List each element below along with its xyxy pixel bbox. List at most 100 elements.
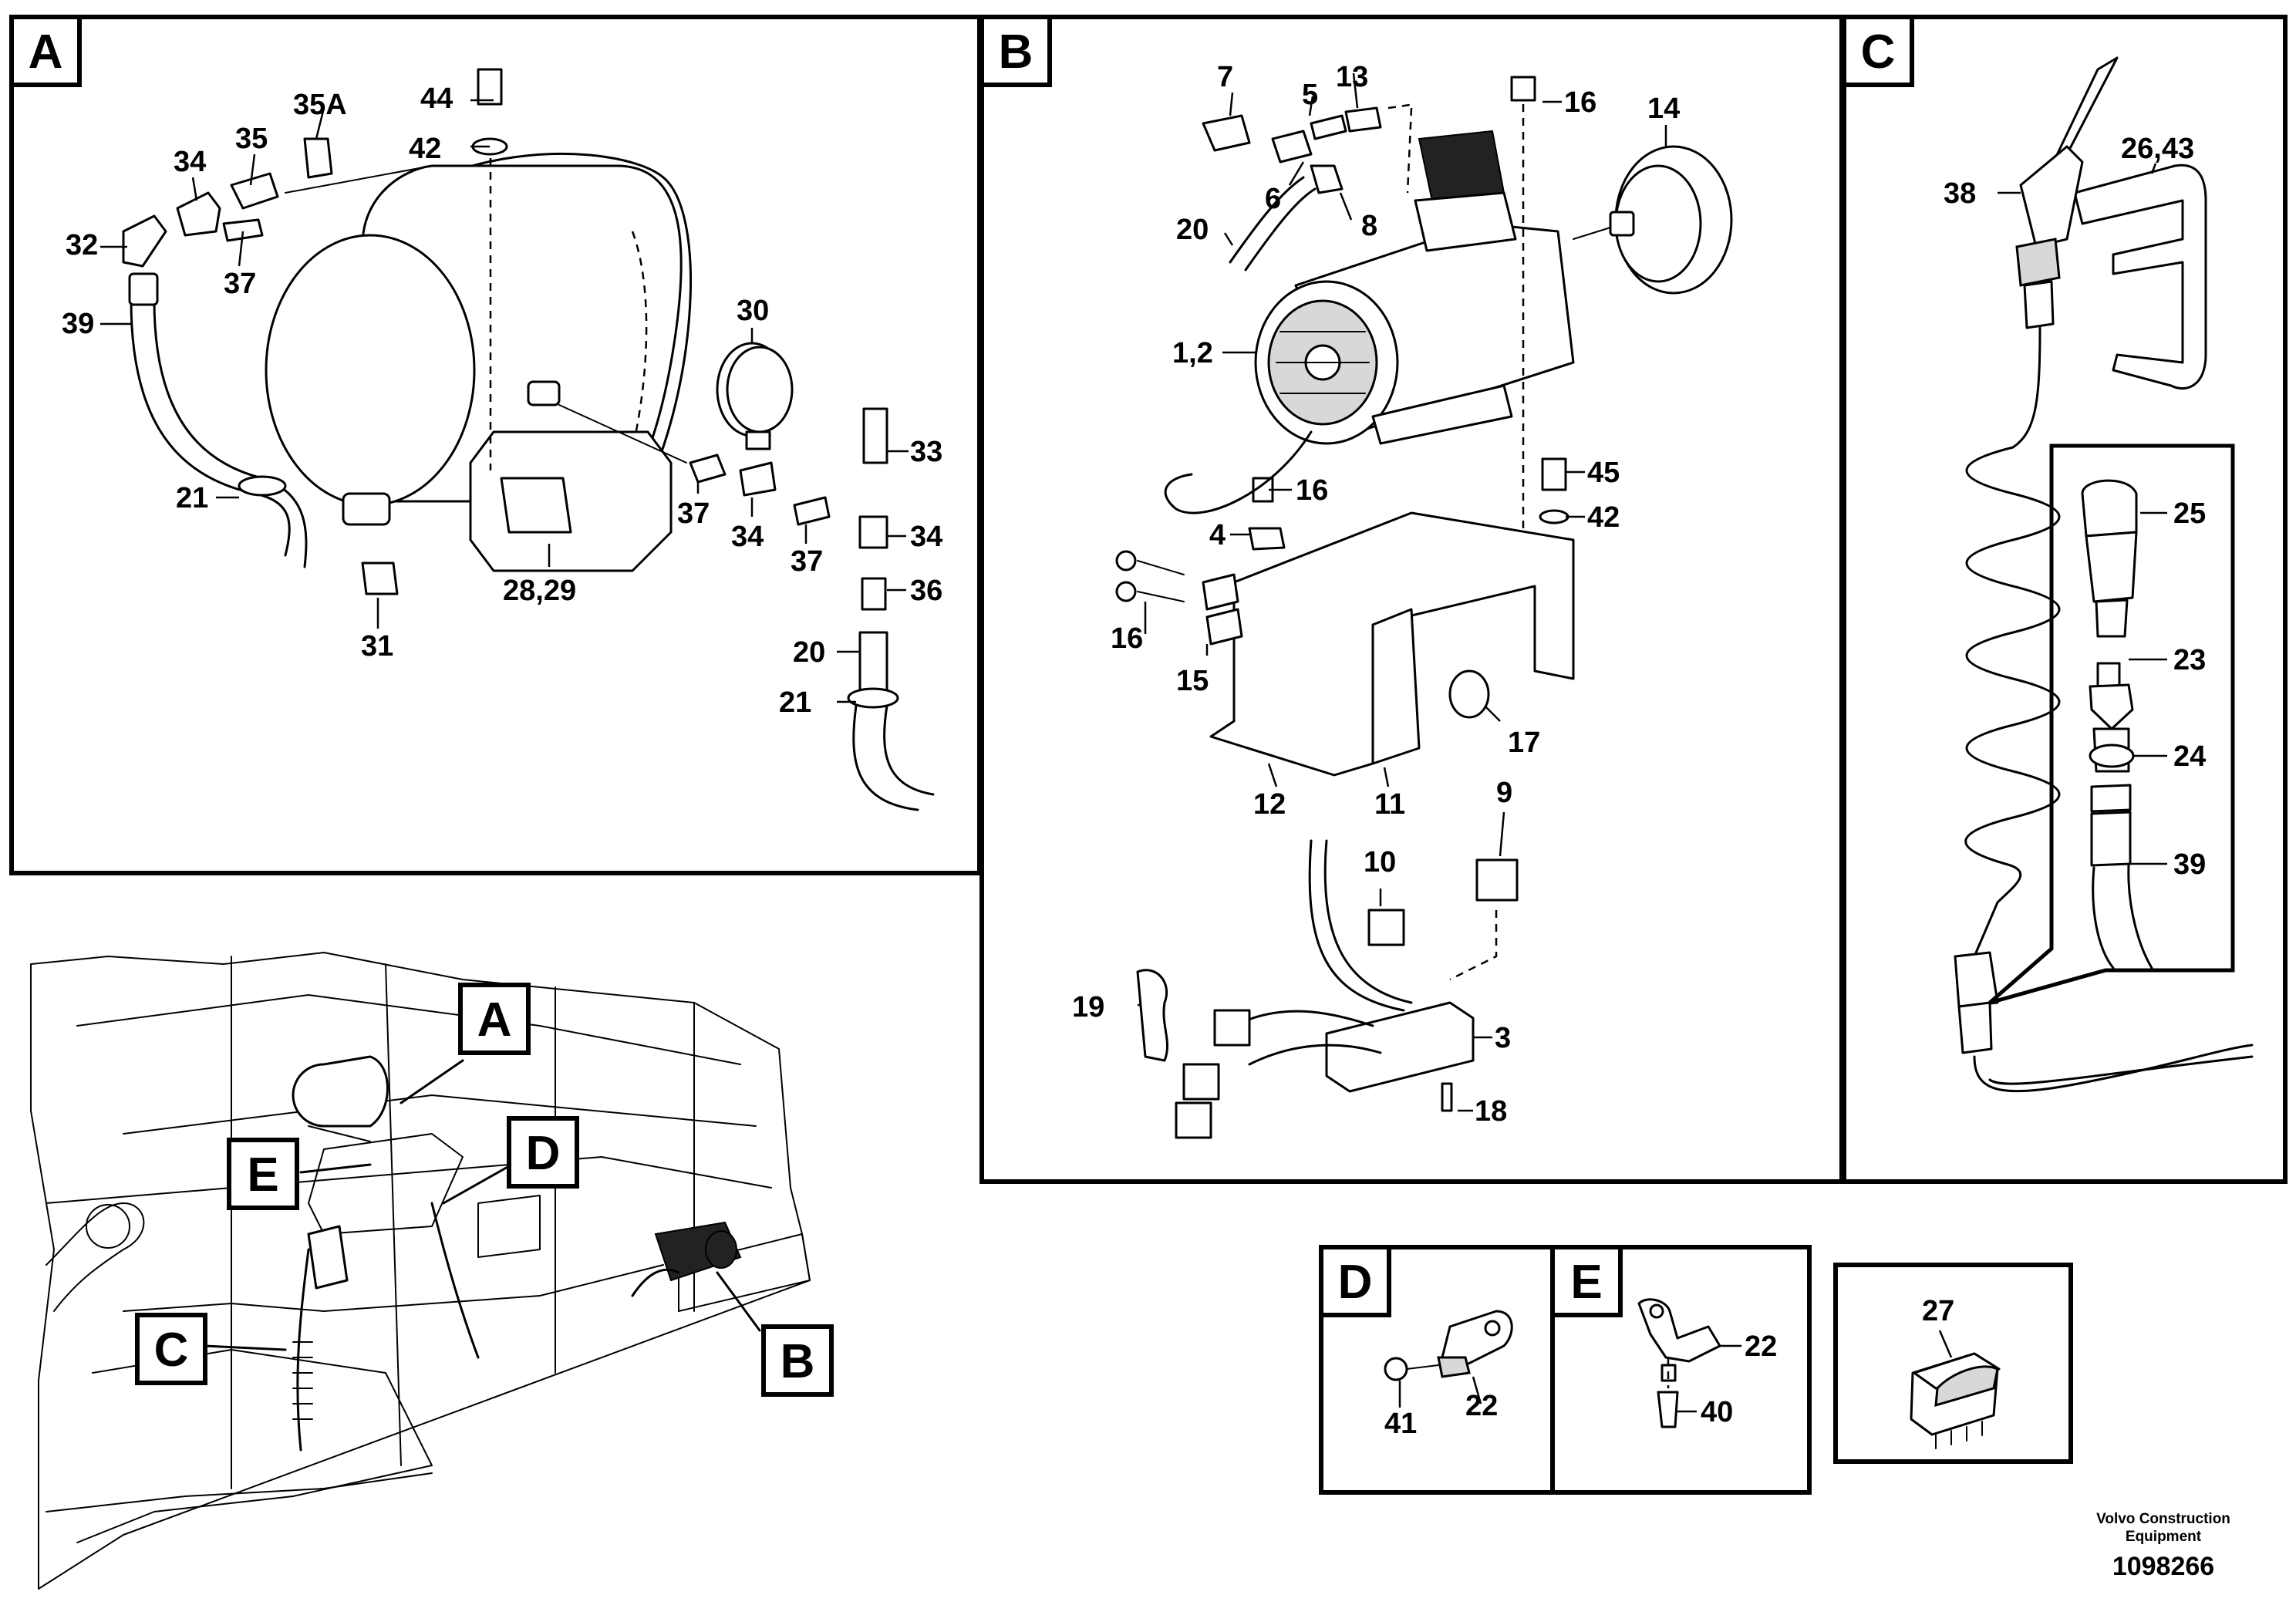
frame-structure [30,952,811,1590]
label-24: 24 [2173,740,2206,773]
label-42: 42 [409,133,441,165]
label-5: 5 [1302,79,1318,111]
label-32: 32 [66,229,98,261]
label-30: 30 [737,295,769,327]
panel-b-tag: B [999,25,1033,79]
label-34-right: 34 [910,521,942,553]
label-35: 35 [235,123,268,155]
pressure-gauge [716,342,794,450]
brand-line-2: Equipment [2126,1529,2202,1545]
label-33: 33 [910,436,942,468]
label-1-2: 1,2 [1172,337,1213,369]
label-16-left: 16 [1111,622,1143,655]
panel-b: B [979,15,1844,1184]
overview-pointers [203,1059,761,1351]
label-16-top: 16 [1564,86,1596,119]
panel-c-tag-box [1842,15,1914,87]
panel-e-tag-box [1550,1245,1623,1317]
label-16-mid: 16 [1296,474,1328,507]
panel-a-tag-box [9,15,82,87]
panel-e: E 22 40 [1550,1245,1812,1495]
brand-line-1: Volvo Construction [2096,1511,2230,1527]
label-37-top: 37 [224,268,256,300]
panel-b-leaders [1138,73,1667,1112]
coiled-hose [1954,326,2254,1093]
footer: Volvo Construction Equipment 1098266 [2096,1511,2230,1581]
label-22-e: 22 [1745,1330,1777,1363]
callout-b-box [761,1324,834,1397]
machine-overview: A D E C B [30,952,834,1590]
label-7: 7 [1217,61,1233,93]
label-40: 40 [1701,1396,1733,1428]
label-28-29: 28,29 [503,575,576,607]
label-17: 17 [1508,727,1540,759]
compressor [1254,107,1575,445]
label-4: 4 [1209,519,1226,551]
callout-c-box [135,1313,207,1385]
label-26-43: 26,43 [2121,133,2194,165]
label-20: 20 [793,636,825,669]
callout-b: B [781,1335,815,1388]
overview-air-tank [292,1055,389,1142]
panel-b-labels: 7 13 5 16 14 6 8 20 1,2 16 45 4 42 16 15… [1072,61,1680,1128]
label-22-d: 22 [1465,1390,1498,1422]
overview-callouts: A D E C B [135,983,834,1397]
label-37-mid: 37 [677,497,710,530]
coupler-detail-inset [1988,443,2235,1005]
label-38: 38 [1944,177,1976,210]
panel-d: D 41 22 [1319,1245,1555,1495]
muffler [1573,145,1733,295]
panel-b-tag-box [979,15,1052,87]
label-45: 45 [1587,457,1620,489]
callout-a: A [477,993,512,1047]
label-6: 6 [1265,183,1281,215]
panel-c: C [1842,15,2288,1184]
label-39: 39 [62,308,94,340]
panel-e-tag: E [1570,1256,1602,1309]
blow-gun [2015,56,2119,329]
label-19: 19 [1072,991,1104,1023]
fittings-right [361,404,935,811]
label-12: 12 [1253,788,1286,821]
label-11: 11 [1374,788,1405,821]
panel-c-leaders [1998,163,2167,865]
label-39-c: 39 [2173,848,2206,881]
label-20-b: 20 [1176,214,1209,246]
label-31: 31 [361,630,393,663]
callout-d: D [526,1127,561,1180]
rocker-switch [1910,1330,2001,1449]
callout-c: C [154,1324,189,1377]
callout-e-box [227,1138,299,1210]
callout-e: E [247,1148,278,1202]
panel-a-leaders [100,99,909,703]
panel-d-tag-box [1319,1245,1391,1317]
panel-a-labels: 44 42 35A 35 34 32 37 39 30 21 33 37 34 … [62,83,942,719]
relay-box [1136,430,1519,1139]
label-23: 23 [2173,644,2206,676]
label-15: 15 [1176,665,1209,697]
label-42-b: 42 [1587,501,1620,534]
label-36: 36 [910,575,942,607]
label-21-right: 21 [779,686,811,719]
label-3: 3 [1495,1022,1511,1054]
label-37-right: 37 [791,545,823,578]
cable-clip-d [1384,1310,1513,1408]
fittings-b [1202,103,1416,271]
label-35a: 35A [293,89,347,121]
callout-a-box [458,983,531,1055]
label-14: 14 [1647,93,1680,125]
panel-a-tag: A [29,25,63,79]
air-hose-left [128,272,308,568]
label-34-top: 34 [174,146,206,178]
panel-c-tag: C [1861,25,1896,79]
cable-clip-e [1637,1298,1741,1428]
panel-c-frame [1842,15,2288,1184]
label-21-left: 21 [176,482,208,514]
panel-d-tag: D [1338,1256,1373,1309]
air-tank [265,153,693,572]
label-27: 27 [1922,1295,1954,1327]
bolts-b [1115,76,1569,602]
label-13: 13 [1336,61,1368,93]
callout-d-box [507,1116,579,1189]
panel-a: A [9,15,982,875]
